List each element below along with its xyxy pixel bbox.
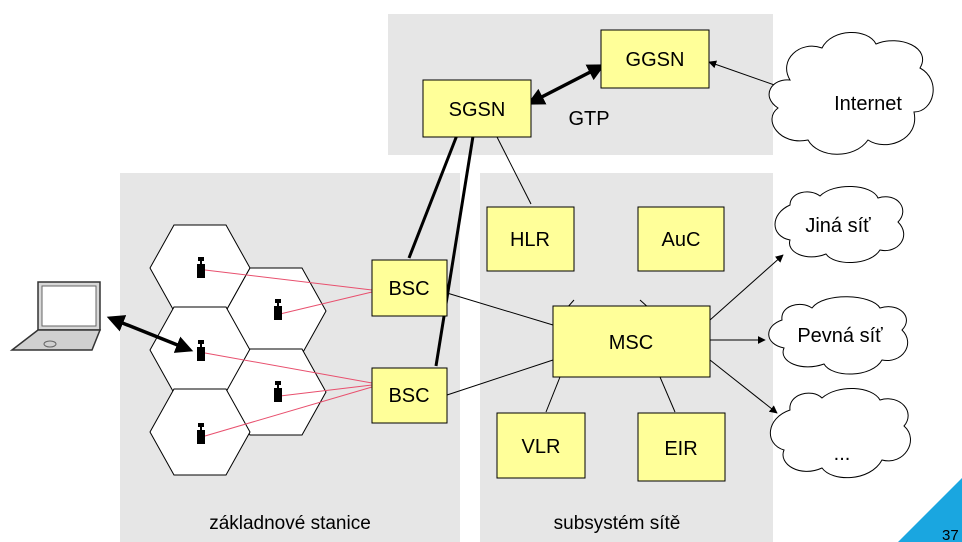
node-auc-label: AuC xyxy=(662,229,701,251)
node-sgsn-label: SGSN xyxy=(449,99,506,121)
node-ggsn: GGSN xyxy=(600,29,710,89)
node-vlr-label: VLR xyxy=(522,436,561,458)
antenna-icons xyxy=(197,257,282,444)
node-eir: EIR xyxy=(637,412,726,482)
antenna-icon xyxy=(197,423,205,444)
node-bsc-bottom: BSC xyxy=(371,367,448,424)
gtp-label: GTP xyxy=(568,108,609,130)
corner-accent xyxy=(898,478,962,542)
node-bsc-bottom-label: BSC xyxy=(388,385,429,407)
base-stations-label: základnové stanice xyxy=(209,513,371,534)
cloud-more: ... xyxy=(769,387,911,479)
laptop-icon xyxy=(9,281,102,351)
node-sgsn: SGSN xyxy=(422,79,532,138)
external-links xyxy=(708,60,784,414)
network-subsystem-label: subsystém sítě xyxy=(554,513,681,534)
gtp-link-arrow xyxy=(526,64,606,105)
antenna-icon xyxy=(197,257,205,278)
cloud-other-network-label: Jiná síť xyxy=(805,215,871,237)
node-msc-label: MSC xyxy=(609,332,653,354)
node-auc: AuC xyxy=(637,206,725,272)
node-hlr-label: HLR xyxy=(510,229,550,251)
antenna-icon xyxy=(274,381,282,402)
node-msc: MSC xyxy=(552,305,711,378)
node-bsc-top: BSC xyxy=(371,259,448,317)
node-eir-label: EIR xyxy=(664,438,697,460)
page-number: 37 xyxy=(942,527,959,542)
radio-links xyxy=(204,269,373,437)
laptop-link-arrow xyxy=(106,315,194,353)
cloud-other-network: Jiná síť xyxy=(774,185,905,264)
cloud-internet-label: Internet xyxy=(834,93,902,115)
node-bsc-top-label: BSC xyxy=(388,278,429,300)
antenna-icon xyxy=(197,340,205,361)
cloud-fixed-network: Pevná síť xyxy=(768,296,908,375)
cloud-internet: Internet xyxy=(768,31,934,155)
cloud-fixed-network-label: Pevná síť xyxy=(797,325,883,347)
node-ggsn-label: GGSN xyxy=(626,49,685,71)
node-hlr: HLR xyxy=(486,206,575,272)
bold-links xyxy=(407,129,476,367)
antenna-icon xyxy=(274,299,282,320)
cloud-more-label: ... xyxy=(834,443,851,465)
node-vlr: VLR xyxy=(496,412,586,479)
